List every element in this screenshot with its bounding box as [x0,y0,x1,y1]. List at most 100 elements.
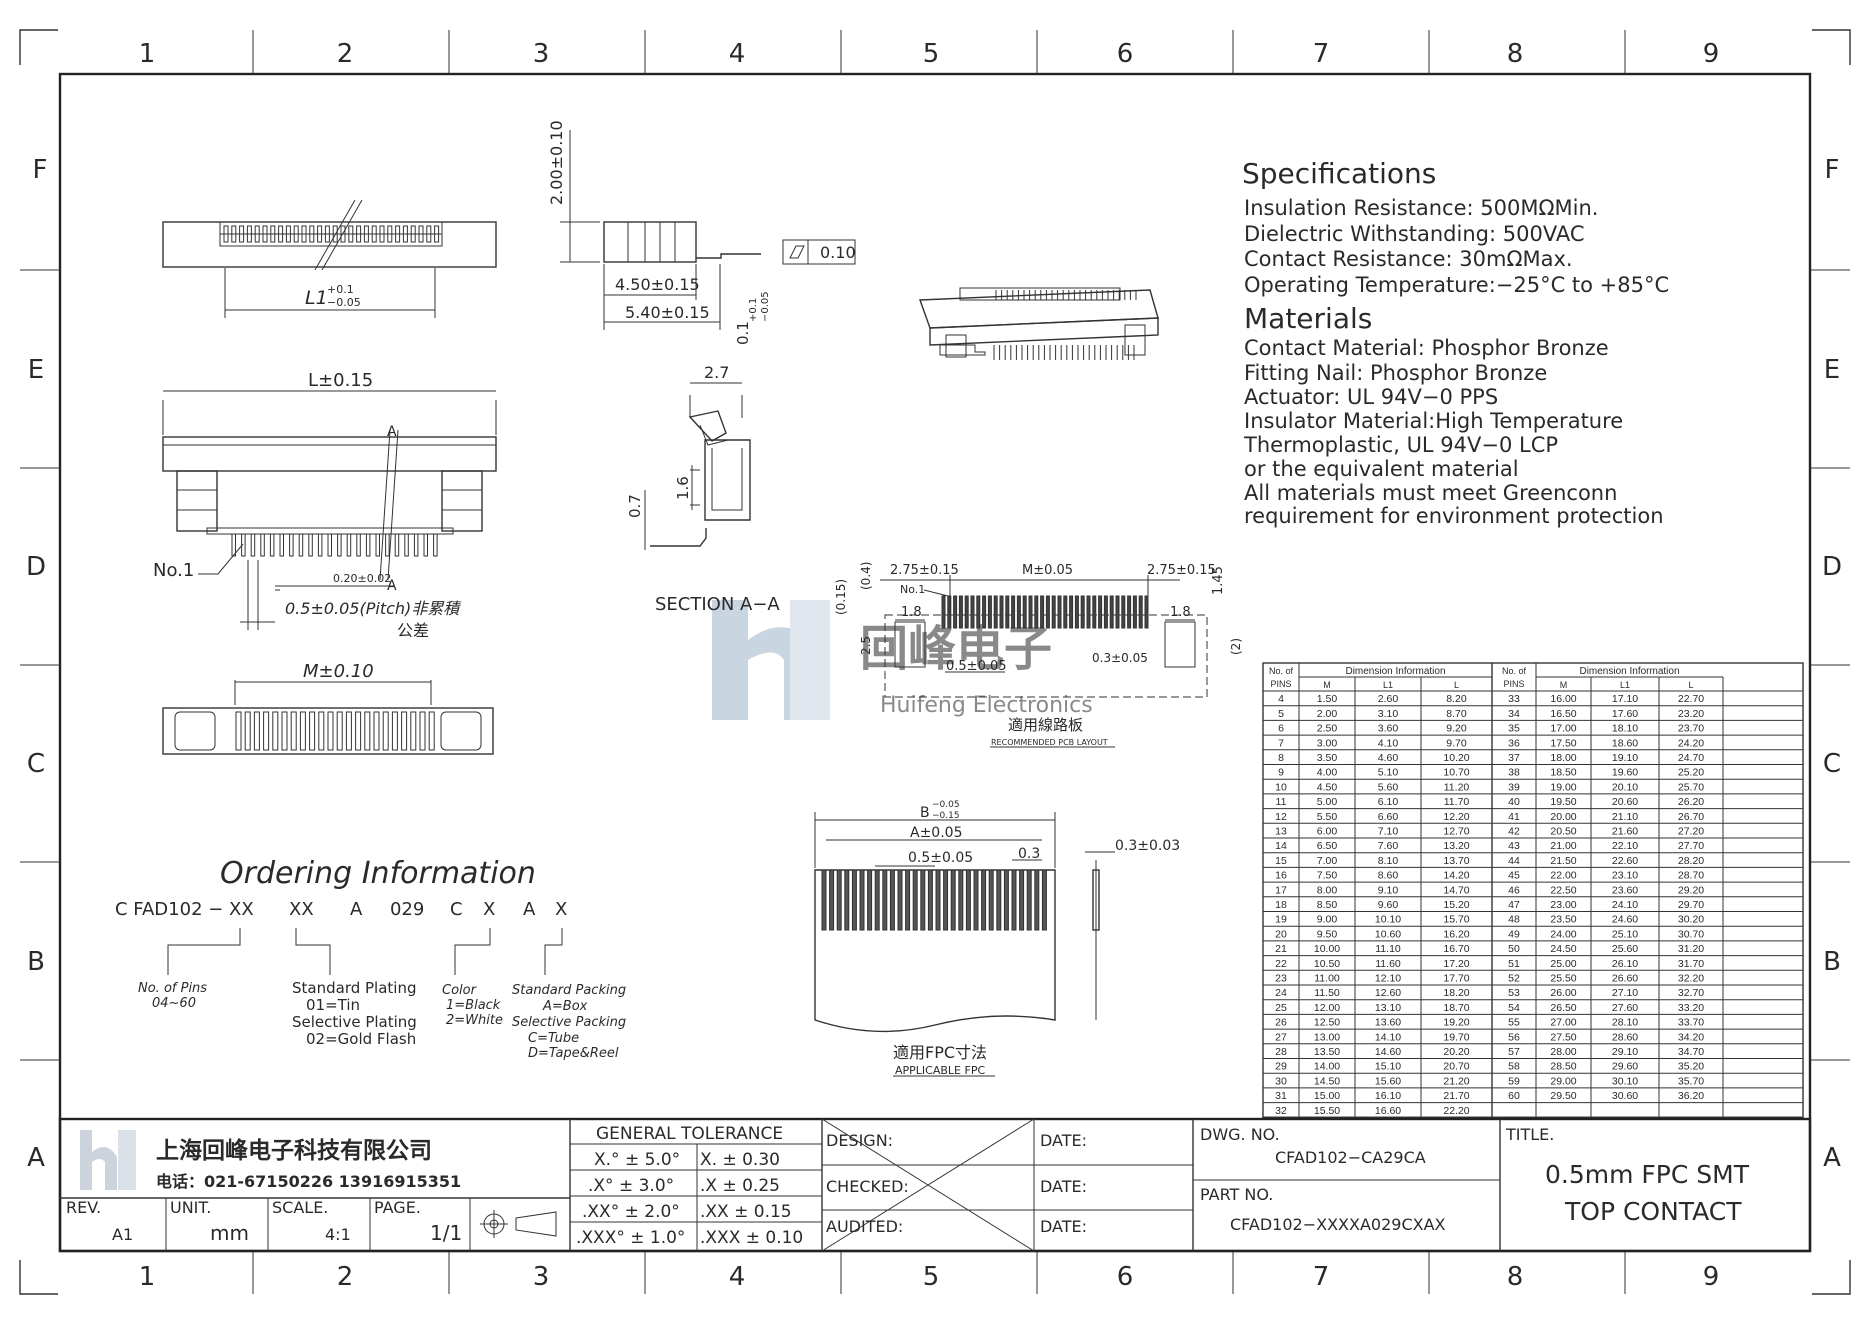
table-cell: 12.70 [1443,826,1469,838]
table-cell: 20.20 [1443,1046,1469,1058]
table-cell: 25 [1275,1002,1287,1014]
table-cell: 16 [1275,870,1287,882]
table-cell: 17.70 [1443,973,1469,985]
contact-pin [391,711,398,751]
table-cell: No. of [1502,666,1527,676]
dim-1-6: 1.6 [674,476,692,500]
fpc-subtitle: APPLICABLE FPC [895,1064,985,1077]
table-cell: 3.50 [1317,752,1338,764]
contact-pin [269,533,275,557]
table-cell: 24 [1275,987,1287,999]
pcb-pad [1022,595,1027,629]
flatness-value: 0.10 [820,243,856,262]
order-plating-line: 02=Gold Flash [306,1030,416,1048]
contact-pin [340,225,346,243]
col-label: 9 [1703,1262,1720,1292]
table-cell: 11.20 [1444,781,1470,793]
table-cell: 27.00 [1550,1017,1576,1029]
table-cell: 17.00 [1550,723,1576,735]
dim-pitch-note: 公差 [397,621,429,640]
table-cell: 40 [1508,796,1520,808]
table-cell: 16.10 [1375,1090,1401,1102]
pcb-pad [947,595,952,629]
table-cell: 42 [1508,826,1520,838]
contact-pin [223,225,229,243]
order-packing-line: Standard Packing [512,983,626,998]
table-cell: 24.20 [1678,737,1704,749]
table-cell: 29.60 [1612,1061,1638,1073]
fpc-finger [905,869,911,931]
contact-pin [317,225,323,243]
order-plating-line: Standard Plating [292,979,417,997]
title-block: 上海回峰电子科技有限公司 电话：021-67150226 13916915351… [58,1117,1812,1253]
pcb-pad [958,595,963,629]
dim-0-7: 0.7 [626,494,644,518]
table-cell: 23.50 [1550,914,1576,926]
fpc-finger [958,869,964,931]
table-cell: 33 [1508,693,1520,705]
pcb-title: 適用線路板 [1008,716,1083,734]
dim-fpc-thickness: 0.3±0.03 [1115,838,1180,854]
table-cell: 30.70 [1678,928,1704,940]
design-label: DESIGN: [826,1131,893,1150]
table-cell: 14.00 [1314,1061,1340,1073]
table-cell: 20.10 [1612,781,1638,793]
drawing-title: TOP CONTACT [1564,1197,1742,1226]
contact-pin [270,225,276,243]
table-cell: L1 [1383,680,1393,690]
table-cell: 6.10 [1378,796,1399,808]
contact-pin [348,225,354,243]
rev-value: A1 [112,1225,133,1244]
fpc-finger [821,869,827,931]
table-cell: 19.20 [1443,1017,1469,1029]
table-cell: 25.60 [1612,943,1638,955]
table-cell: 7.60 [1378,840,1399,852]
contact-pin [410,225,416,243]
table-cell: 49 [1508,928,1520,940]
dim-l1: L1 [305,287,328,309]
table-cell: 20.00 [1550,811,1576,823]
order-plating-line: Selective Plating [292,1013,417,1031]
pcb-pad [1080,595,1085,629]
fpc-finger [1034,869,1040,931]
contact-pin [418,225,424,243]
col-label: 7 [1313,1262,1330,1292]
table-cell: 8.70 [1446,708,1467,720]
table-cell: 29.00 [1550,1075,1576,1087]
table-cell: 36.20 [1678,1090,1704,1102]
table-cell: 7.10 [1378,826,1399,838]
contact-pin [385,533,390,557]
table-cell: 19 [1275,914,1287,926]
dwg-no: CFAD102−CA29CA [1275,1148,1426,1167]
pin1-label: No.1 [153,560,194,581]
pcb-pad [970,595,975,629]
pcb-pad [1057,595,1062,629]
table-cell: 9 [1278,767,1284,779]
dim-fpc-b-tol: −0.15 [932,811,960,821]
date-label: DATE: [1040,1131,1087,1150]
dim-l: L±0.15 [308,370,373,391]
table-cell: 13.10 [1375,1002,1401,1014]
fpc-finger [981,869,987,931]
fpc-finger [943,869,949,931]
order-packing-line: Selective Packing [512,1015,626,1030]
contact-pin [332,225,338,243]
table-cell: 14 [1275,840,1287,852]
table-cell: 29.10 [1612,1046,1638,1058]
table-cell: 19.70 [1443,1031,1469,1043]
table-cell: M [1323,680,1331,690]
col-label: 1 [139,39,156,69]
table-cell: PINS [1270,679,1291,689]
table-cell: 47 [1508,899,1520,911]
pcb-pad [1034,595,1039,629]
col-label: 3 [533,1262,550,1292]
contact-pin [387,225,393,243]
dim-pcb-pitch: 0.5±0.05 [946,659,1007,674]
page-value: 1/1 [430,1221,462,1245]
table-cell: 25.00 [1550,958,1576,970]
pcb-pad [1005,595,1010,629]
table-cell: 18.70 [1443,1002,1469,1014]
spec-line: Insulation Resistance: 500MΩMin. [1244,196,1598,220]
order-code-part: XX [289,899,314,920]
